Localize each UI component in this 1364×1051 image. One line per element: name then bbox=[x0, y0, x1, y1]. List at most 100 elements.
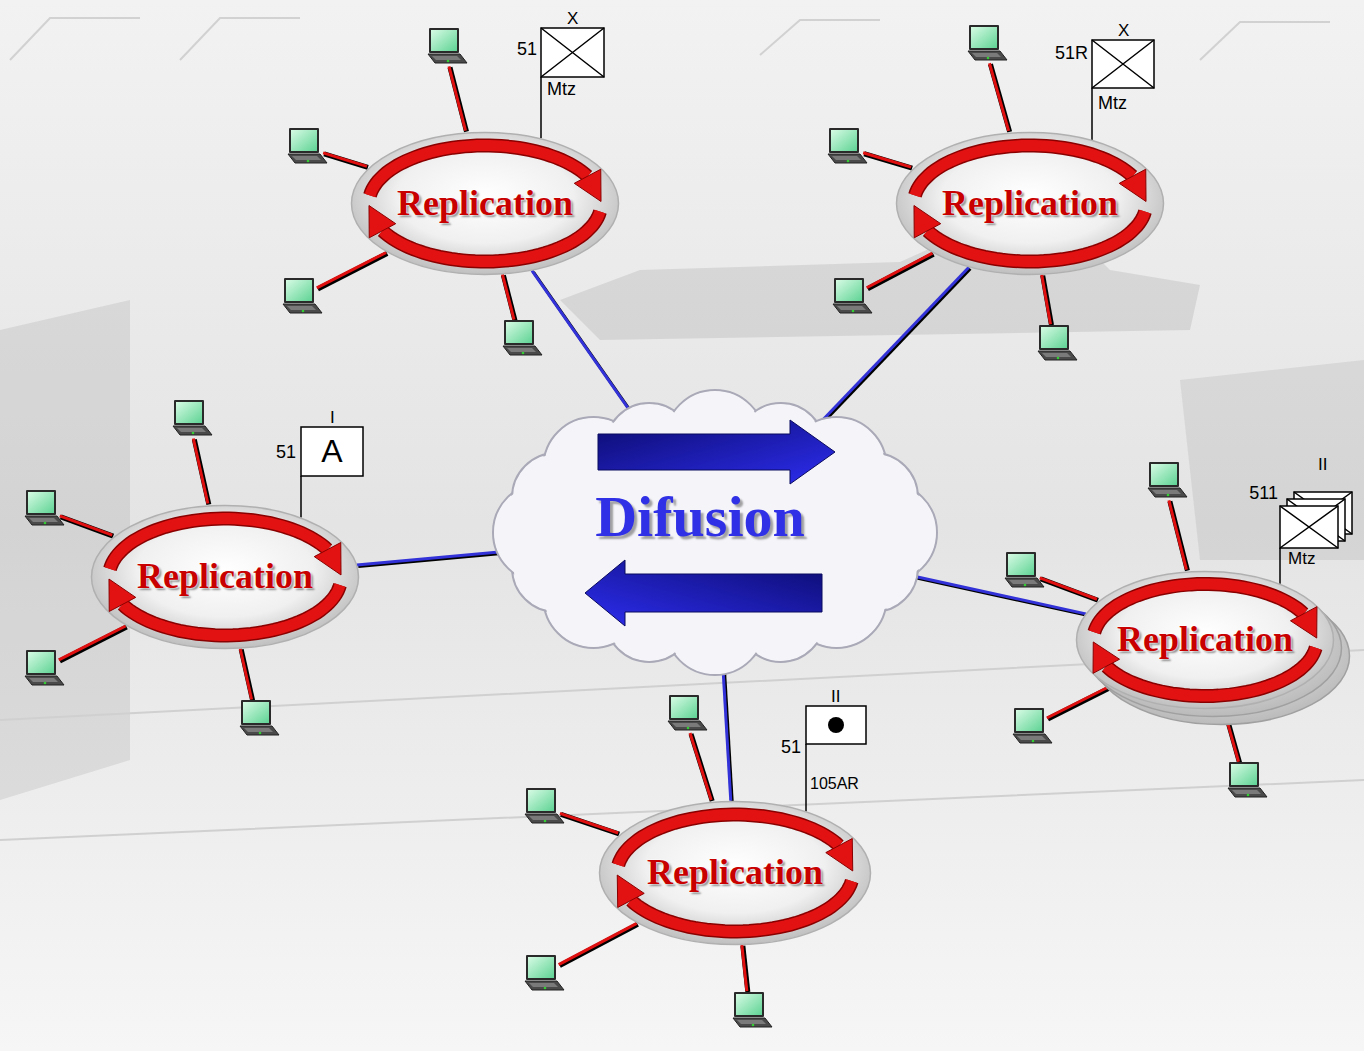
unit-frame bbox=[1280, 506, 1338, 548]
laptop-link-shadow bbox=[450, 67, 467, 131]
laptop-bezel bbox=[284, 278, 314, 303]
laptop-bezel bbox=[429, 28, 459, 53]
symbol-staff-connector bbox=[540, 110, 542, 138]
laptop-keyboard bbox=[29, 678, 58, 682]
replication-arrowhead bbox=[1290, 607, 1316, 638]
link-shadow bbox=[358, 552, 514, 566]
laptop-led bbox=[302, 310, 305, 313]
ellipse-shape bbox=[1077, 572, 1334, 709]
laptop-icon bbox=[1013, 708, 1052, 743]
laptop-link bbox=[863, 153, 911, 167]
replication-ellipse: Replication bbox=[1075, 570, 1335, 710]
laptop-bezel bbox=[526, 788, 556, 813]
unit-frame bbox=[301, 427, 363, 476]
replication-arrowhead bbox=[617, 875, 644, 907]
laptop-link bbox=[1047, 687, 1109, 718]
laptop-keyboard bbox=[972, 53, 1001, 57]
laptop-link-shadow bbox=[1043, 276, 1052, 326]
unit-label: 105AR bbox=[810, 776, 859, 792]
echelon-marker: X bbox=[1118, 22, 1129, 39]
laptop-screen bbox=[291, 130, 317, 151]
replication-arrowhead bbox=[1093, 642, 1119, 673]
laptop-icon bbox=[288, 128, 327, 163]
artillery-dot bbox=[828, 717, 844, 733]
laptop-keyboard bbox=[529, 816, 558, 820]
unit-label: Mtz bbox=[1288, 550, 1315, 567]
laptop-bezel bbox=[1014, 708, 1044, 733]
replication-arrow-outline bbox=[383, 212, 601, 262]
laptop-keyboard bbox=[837, 306, 866, 310]
laptop-keyboard bbox=[507, 348, 536, 352]
laptop-base bbox=[525, 981, 564, 990]
link-line bbox=[357, 551, 513, 565]
laptop-bezel bbox=[1039, 325, 1069, 350]
laptop-keyboard bbox=[672, 723, 701, 727]
ellipse-shape bbox=[92, 506, 359, 649]
connector bbox=[357, 551, 514, 567]
symbol-staff bbox=[300, 476, 302, 509]
laptop-led bbox=[1247, 794, 1250, 797]
replication-ellipse: Replication bbox=[90, 504, 360, 650]
node-label: Replication bbox=[1117, 620, 1293, 660]
laptop-screen bbox=[506, 322, 532, 343]
diffusion-arrow bbox=[585, 560, 822, 626]
laptop-link bbox=[1040, 578, 1097, 599]
laptop-icon bbox=[733, 992, 772, 1027]
laptop-keyboard bbox=[1232, 790, 1261, 794]
node-label: Replication bbox=[397, 184, 573, 224]
laptop-keyboard bbox=[1009, 580, 1038, 584]
laptop-screen bbox=[836, 280, 862, 301]
unit-frame bbox=[806, 706, 866, 744]
laptop-base bbox=[1228, 788, 1267, 797]
laptop-link bbox=[60, 516, 112, 535]
connector bbox=[722, 656, 732, 803]
laptop-link-shadow bbox=[194, 440, 208, 505]
infantry-cross bbox=[1280, 506, 1338, 548]
laptop-base bbox=[1013, 734, 1052, 743]
laptop-base bbox=[525, 814, 564, 823]
replication-arrow-outline bbox=[123, 585, 341, 635]
laptop-led bbox=[192, 432, 195, 435]
replication-arrow-outline bbox=[928, 212, 1146, 262]
replication-ellipse: Replication bbox=[598, 800, 872, 946]
replication-arrow-outline bbox=[915, 146, 1133, 196]
laptop-icon bbox=[25, 650, 64, 685]
unit-label: 511 bbox=[1249, 484, 1278, 502]
connector bbox=[301, 509, 302, 518]
laptop-link bbox=[1042, 275, 1051, 325]
echelon-marker: II bbox=[1318, 456, 1327, 473]
laptop-base bbox=[503, 346, 542, 355]
replication-arrowhead bbox=[109, 579, 136, 611]
unit-symbol: II 511Mtz bbox=[1230, 456, 1358, 570]
laptop-screen bbox=[431, 30, 457, 51]
laptop-link-shadow bbox=[1041, 579, 1098, 600]
laptop-screen bbox=[671, 697, 697, 718]
laptop-link bbox=[742, 945, 747, 991]
laptop-screen bbox=[1151, 464, 1177, 485]
laptop-link bbox=[240, 648, 251, 699]
laptop-base bbox=[173, 426, 212, 435]
laptop-keyboard bbox=[1152, 490, 1181, 494]
link-line bbox=[817, 267, 969, 425]
laptop-screen bbox=[1016, 710, 1042, 731]
laptop-screen bbox=[1041, 327, 1067, 348]
laptop-link bbox=[867, 253, 933, 288]
replication-arrow bbox=[618, 815, 839, 865]
replication-ellipse: Replication bbox=[350, 131, 620, 276]
laptop-link-shadow bbox=[743, 946, 748, 992]
laptop-base bbox=[1005, 578, 1044, 587]
laptop-link-shadow bbox=[241, 649, 252, 700]
laptop-link bbox=[317, 252, 386, 287]
laptop-icon bbox=[240, 700, 279, 735]
laptop-link-shadow bbox=[560, 924, 638, 965]
laptop-base bbox=[1038, 351, 1077, 360]
laptop-base bbox=[288, 154, 327, 163]
laptop-screen bbox=[971, 27, 997, 48]
laptop-base bbox=[428, 54, 467, 63]
laptop-screen bbox=[243, 702, 269, 723]
laptop-keyboard bbox=[29, 518, 58, 522]
laptop-link bbox=[560, 813, 618, 833]
laptop-link bbox=[690, 733, 711, 800]
laptop-bezel bbox=[1006, 552, 1036, 577]
